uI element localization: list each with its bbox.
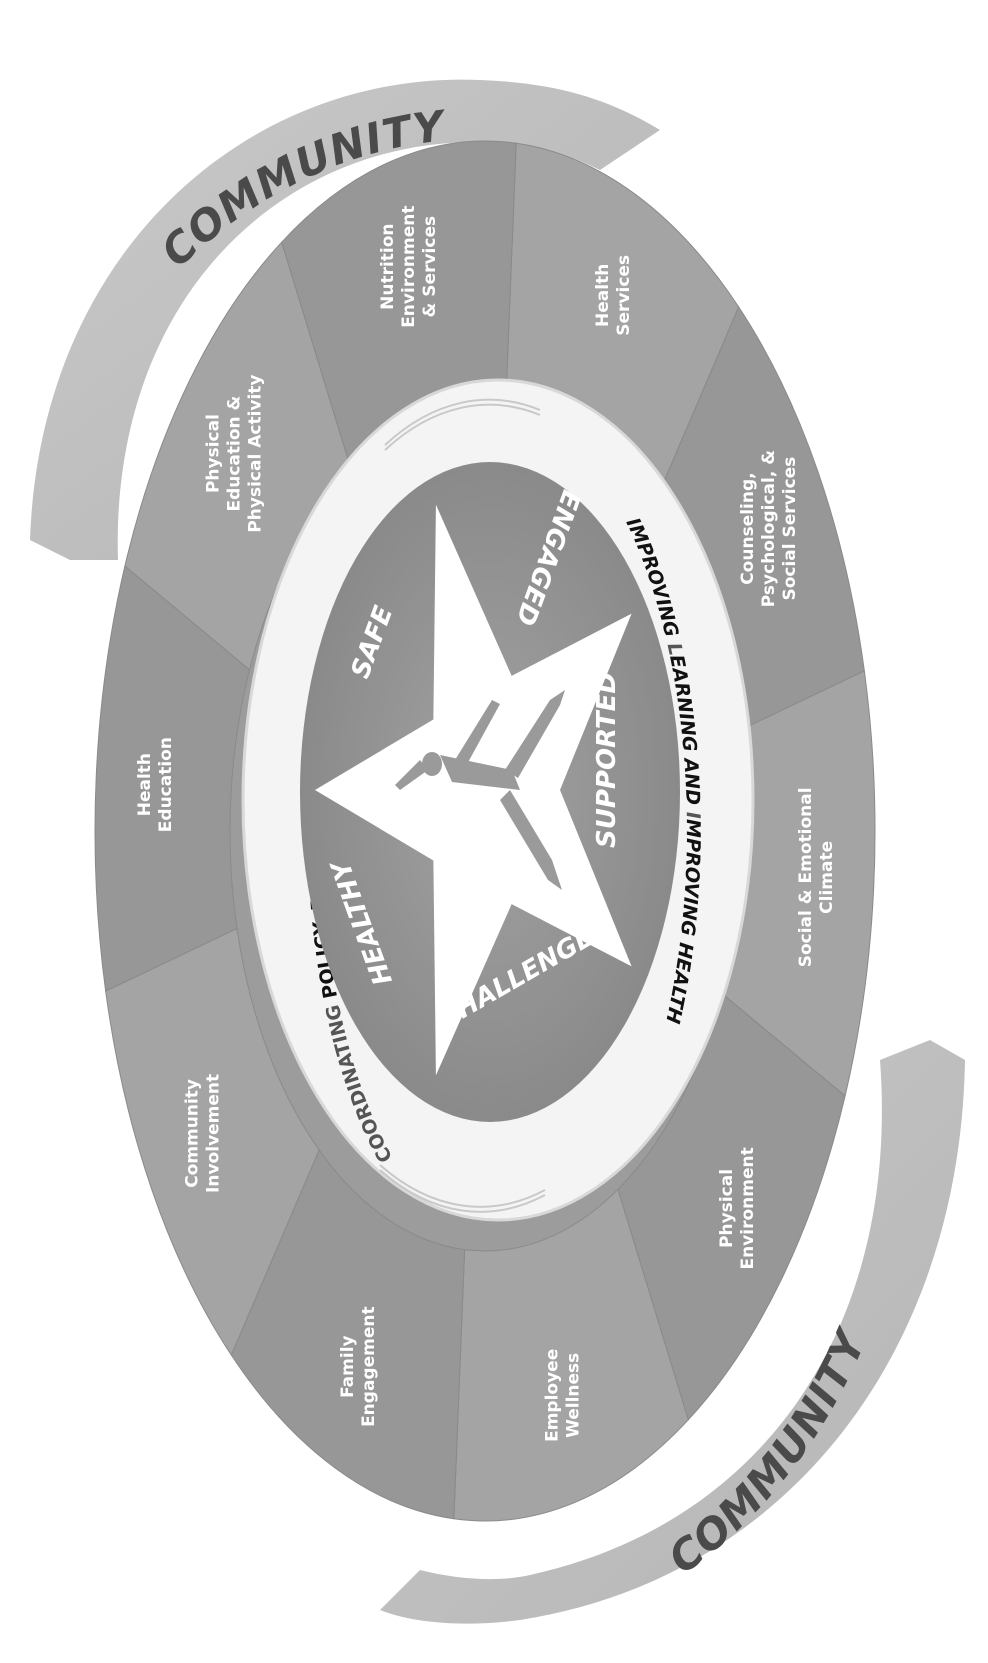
figure-leg-lower (500, 790, 562, 890)
ring-groove-top (384, 398, 541, 446)
segment-label-line: & Services (420, 216, 440, 318)
segment-label-line: Environment (738, 1147, 758, 1269)
component-wheel: HealthServicesCounseling,Psychological, … (94, 140, 876, 1522)
figure-torso (440, 755, 520, 790)
community-band-top (30, 79, 660, 560)
segment-label-line: Social Services (780, 457, 800, 601)
segment-label-line: Psychological, & (759, 450, 779, 607)
segment-label-line: Services (614, 255, 634, 336)
segment-label-line: Counseling, (738, 472, 758, 584)
ring-groove-bottom (379, 1169, 546, 1213)
arc-label-right-part5: I (682, 812, 704, 819)
ring-groove-bottom-2 (379, 1164, 546, 1208)
segment-label-line: Health (593, 264, 613, 327)
segment-label-line: Nutrition (378, 223, 398, 309)
arc-label-right-part2: L (663, 641, 687, 657)
segment-label-line: Physical (203, 414, 223, 493)
segment-label-social-emotional-climate: Social & EmotionalClimate (796, 787, 837, 967)
segment-label-line: Climate (817, 841, 837, 914)
star-shape (315, 504, 632, 1076)
segment-labels-layer: HealthServicesCounseling,Psychological, … (135, 206, 837, 1442)
figure-arm-left (395, 760, 428, 790)
segment-label-line: Physical (717, 1169, 737, 1248)
community-band-bottom (380, 1040, 965, 1624)
segment-label-community-involvement: CommunityInvolvement (183, 1074, 224, 1193)
segment-label-employee-wellness: EmployeeWellness (542, 1349, 583, 1442)
segment-label-health-education: HealthEducation (135, 737, 176, 832)
segment-label-line: Involvement (204, 1074, 224, 1193)
figure-leg-upper (505, 690, 565, 778)
figure-arm-right (455, 700, 500, 766)
segment-label-line: Education (156, 737, 176, 832)
inner-ring-border (241, 378, 755, 1222)
figure-head (422, 752, 442, 776)
star-word-supported: SUPPORTED (592, 672, 622, 848)
segment-label-line: Community (183, 1079, 203, 1188)
ring-groove-top-2 (384, 403, 541, 451)
segment-label-line: Health (135, 753, 155, 816)
segment-label-line: Engagement (359, 1306, 379, 1427)
segment-label-counseling-psychological-social-services: Counseling,Psychological, &Social Servic… (738, 450, 800, 607)
segment-label-line: Social & Emotional (796, 787, 816, 967)
segment-label-nutrition-environment-services: NutritionEnvironment& Services (378, 206, 440, 328)
segment-label-physical-education-physical-activity: PhysicalEducation &Physical Activity (203, 374, 265, 532)
segment-label-line: Employee (542, 1349, 562, 1442)
segment-label-physical-environment: PhysicalEnvironment (717, 1147, 758, 1269)
segment-label-line: Education & (224, 395, 244, 511)
arc-label-right-part4: AND (679, 756, 704, 812)
segment-label-family-engagement: FamilyEngagement (338, 1306, 379, 1427)
segment-label-line: Family (338, 1335, 358, 1398)
segments-layer (94, 140, 876, 1522)
segment-label-line: Environment (399, 206, 419, 328)
jumping-figure (395, 690, 565, 890)
segment-label-line: Physical Activity (245, 374, 265, 532)
segment-label-line: Wellness (563, 1353, 583, 1438)
segment-label-health-services: HealthServices (593, 255, 634, 336)
